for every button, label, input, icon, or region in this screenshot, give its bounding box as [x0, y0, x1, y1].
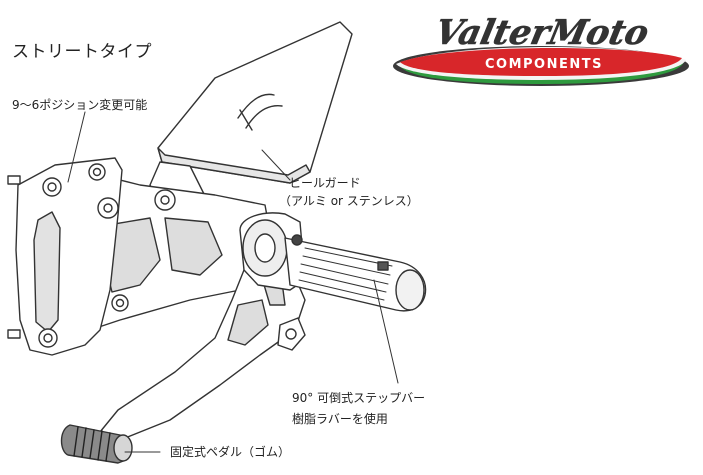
brand-name: ValterMoto — [432, 13, 653, 53]
adjust-plate-slot — [33, 211, 61, 333]
bolt-end-top — [7, 175, 21, 185]
brand-sub: COMPONENTS — [485, 57, 603, 72]
adjust-plate — [15, 157, 123, 356]
step-bar-clip — [377, 261, 389, 271]
leader-lines — [67, 111, 399, 453]
pedal-rubber — [60, 424, 133, 464]
bracket-cutout-2 — [164, 217, 223, 276]
step-bar-pin — [291, 234, 303, 246]
page-title: ストリートタイプ — [12, 42, 152, 62]
linkage-bolt — [285, 328, 297, 340]
bolt-end-bottom — [7, 329, 21, 339]
plate-bolts — [38, 163, 176, 348]
valtermoto-logo: ValterMoto COMPONENTS — [393, 13, 689, 86]
step-bar — [284, 237, 427, 312]
heel-guard-logo — [237, 93, 283, 131]
positions-label: 9～6ポジション変更可能 — [12, 98, 148, 112]
step-bar-material-label: 樹脂ラバーを使用 — [292, 412, 388, 426]
pedal-label: 固定式ペダル（ゴム） — [170, 445, 291, 459]
pivot-hub — [254, 233, 276, 263]
heel-guard-label: ヒールガード — [289, 176, 361, 190]
step-bar-label: 90° 可倒式ステップバー — [292, 391, 426, 405]
lever-cutout-1 — [227, 299, 269, 346]
step-bar-grooves — [298, 247, 393, 301]
heel-guard-material-label: （アルミ or ステンレス） — [279, 194, 419, 208]
step-bar-end — [395, 269, 425, 311]
